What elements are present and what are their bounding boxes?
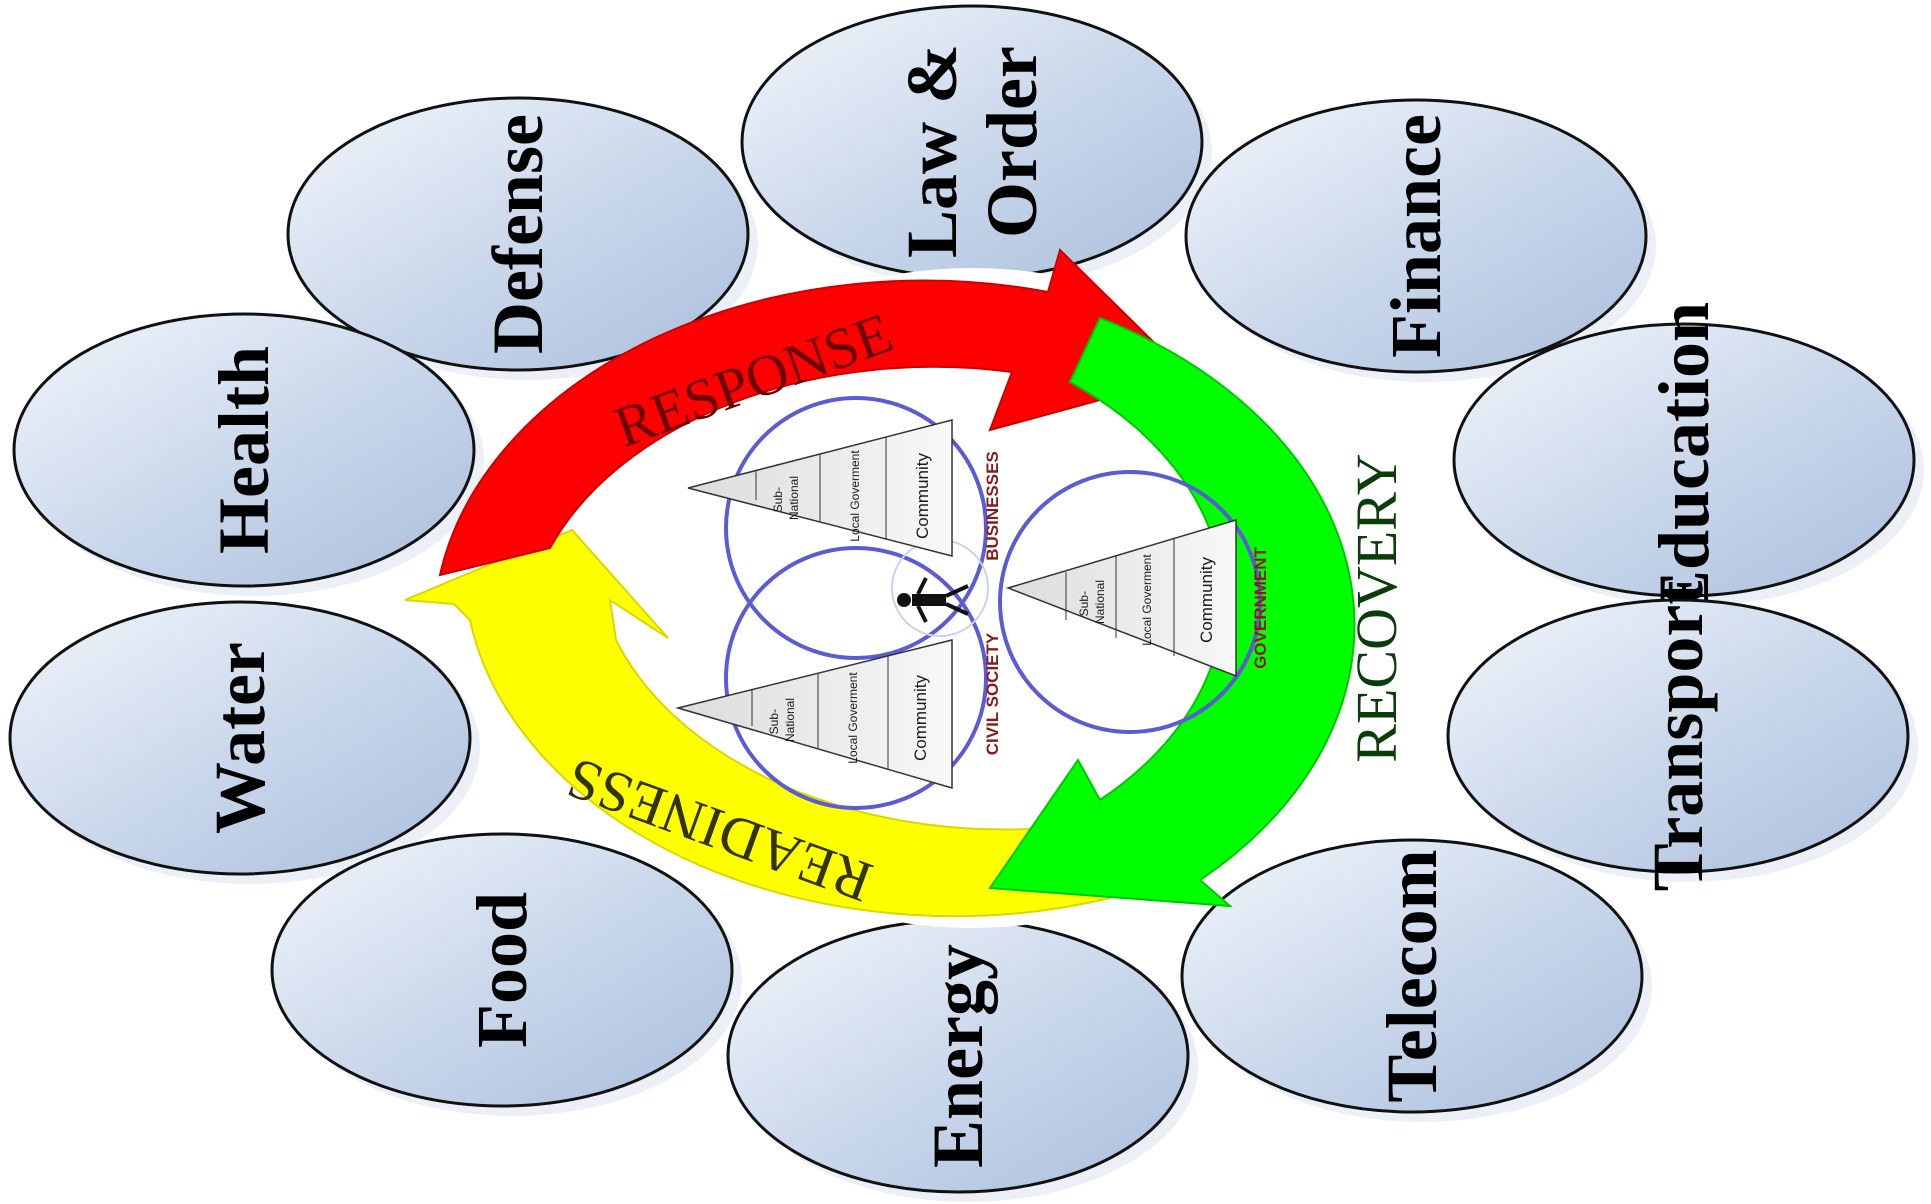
person-icon xyxy=(897,577,969,623)
sector-telecom: Telecom xyxy=(1180,838,1652,1122)
health-label: Health xyxy=(204,346,284,554)
sector-defense: Defense xyxy=(286,96,758,380)
tier-pyramid-civil-society: Sub- National Local Goverment Community xyxy=(675,639,953,790)
svg-text:Sub- National: Sub- National xyxy=(1077,580,1107,624)
government-tier-sub-national-1: Sub- xyxy=(1077,591,1091,616)
education-label: Education xyxy=(1644,302,1724,618)
energy-label: Energy xyxy=(918,944,998,1168)
response-arrow xyxy=(438,248,1190,577)
tier-pyramid-government: Sub- National Local Goverment Community xyxy=(1005,518,1237,678)
transport-label: Transport xyxy=(1638,581,1718,892)
food-label: Food xyxy=(462,892,542,1048)
businesses-tier-community: Community xyxy=(913,453,932,539)
telecom-label: Telecom xyxy=(1372,849,1452,1102)
civil-society-label: CIVIL SOCIETY xyxy=(983,632,1002,755)
svg-text:Law & Order: Law & Order xyxy=(892,26,1052,258)
recovery-label: RECOVERY xyxy=(1344,453,1409,762)
sector-health: Health xyxy=(12,312,484,596)
readiness-arrow xyxy=(404,528,1111,918)
venn-circle-civil-society xyxy=(724,546,988,810)
sector-transport: Transport xyxy=(1446,581,1918,892)
svg-text:Sub- National: Sub- National xyxy=(767,698,797,742)
sector-education: Education xyxy=(1452,302,1924,618)
businesses-tier-sub-national-1: Sub- xyxy=(771,487,785,512)
sector-water: Water xyxy=(8,600,480,884)
government-tier-community: Community xyxy=(1197,557,1216,643)
sector-finance: Finance xyxy=(1184,98,1656,382)
venn-circle-government xyxy=(998,470,1262,734)
civil-society-tier-sub-national-2: National xyxy=(783,698,797,742)
government-label: GOVERNMENT xyxy=(1251,546,1270,668)
civil-society-tier-local-government: Local Goverment xyxy=(846,672,860,764)
businesses-tier-local-government: Local Goverment xyxy=(848,450,862,542)
law-order-line1: Law & xyxy=(892,44,972,258)
businesses-label: BUSINESSES xyxy=(983,451,1002,561)
law-order-line2: Order xyxy=(972,46,1052,238)
civil-society-tier-sub-national-1: Sub- xyxy=(767,709,781,734)
sector-food: Food xyxy=(270,832,742,1116)
finance-label: Finance xyxy=(1376,114,1456,358)
businesses-tier-sub-national-2: National xyxy=(787,476,801,520)
water-label: Water xyxy=(200,642,280,834)
tier-pyramid-businesses: Sub- National Local Goverment Community xyxy=(687,419,953,557)
recovery-arrow xyxy=(988,316,1356,908)
venn-circle-businesses xyxy=(724,396,988,660)
government-tier-sub-national-2: National xyxy=(1093,580,1107,624)
civil-society-tier-community: Community xyxy=(911,675,930,761)
sector-law-order: Law & Order xyxy=(740,4,1212,288)
svg-text:Sub- National: Sub- National xyxy=(771,476,801,520)
sector-energy: Energy xyxy=(726,918,1198,1202)
defense-label: Defense xyxy=(478,114,558,354)
government-tier-local-government: Local Goverment xyxy=(1140,554,1154,646)
